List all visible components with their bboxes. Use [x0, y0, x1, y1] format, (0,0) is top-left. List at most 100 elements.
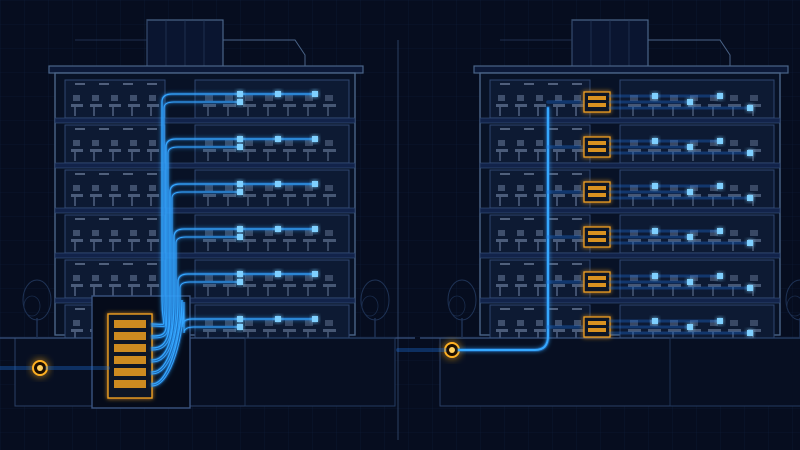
- monitor: [92, 230, 99, 236]
- desk: [243, 194, 256, 197]
- chair: [692, 332, 694, 341]
- chair: [672, 287, 674, 296]
- chair: [307, 287, 309, 296]
- desk: [128, 149, 140, 152]
- desk: [708, 194, 721, 197]
- monitor: [149, 275, 156, 281]
- chair: [752, 242, 754, 251]
- network-cabinet-icon: [107, 313, 153, 399]
- chair: [227, 332, 229, 341]
- chair: [575, 287, 577, 296]
- cable-run: [151, 138, 316, 337]
- monitor: [574, 320, 581, 326]
- network-node-icon: [747, 240, 753, 246]
- monitor: [670, 140, 678, 146]
- desk: [223, 194, 236, 197]
- centralized-wiring-panel: [0, 19, 415, 409]
- chair: [537, 107, 539, 116]
- cable-run: [151, 101, 241, 327]
- monitor: [517, 95, 524, 101]
- chair: [327, 287, 329, 296]
- network-node-icon: [687, 189, 693, 195]
- network-node-icon: [652, 228, 658, 234]
- network-node-icon: [275, 316, 281, 322]
- network-node-icon: [687, 279, 693, 285]
- desk: [303, 239, 316, 242]
- chair: [267, 332, 269, 341]
- desk: [728, 329, 741, 332]
- network-node-icon: [747, 285, 753, 291]
- network-node-icon: [237, 324, 243, 330]
- desk: [648, 149, 661, 152]
- chair: [267, 152, 269, 161]
- floor-cabinet-unit: [588, 148, 606, 152]
- monitor: [555, 230, 562, 236]
- chair: [499, 107, 501, 116]
- tree-icon: [22, 279, 52, 338]
- monitor: [225, 230, 233, 236]
- monitor: [730, 275, 738, 281]
- desk: [688, 149, 701, 152]
- desk: [748, 329, 761, 332]
- desk: [90, 239, 102, 242]
- desk: [283, 329, 296, 332]
- desk: [90, 149, 102, 152]
- desk: [263, 239, 276, 242]
- chair: [672, 242, 674, 251]
- chair: [752, 287, 754, 296]
- chair: [227, 152, 229, 161]
- floor-cabinet-frame: [583, 136, 611, 158]
- monitor: [149, 230, 156, 236]
- network-node-icon: [717, 93, 723, 99]
- chair: [74, 287, 76, 296]
- desk: [668, 194, 681, 197]
- chair: [632, 242, 634, 251]
- desk: [648, 104, 661, 107]
- monitor: [574, 230, 581, 236]
- desk: [303, 194, 316, 197]
- desk: [203, 239, 216, 242]
- cable-run: [151, 183, 316, 349]
- chair: [207, 197, 209, 206]
- network-node-icon: [717, 228, 723, 234]
- desk: [748, 104, 761, 107]
- monitor: [517, 320, 524, 326]
- chair: [150, 242, 152, 251]
- monitor: [517, 230, 524, 236]
- chair: [652, 332, 654, 341]
- desk: [553, 149, 565, 152]
- chair: [287, 107, 289, 116]
- window-bay: [619, 259, 775, 299]
- floor-cabinet-unit: [588, 276, 606, 280]
- monitor: [111, 275, 118, 281]
- chair: [112, 107, 114, 116]
- monitor: [517, 185, 524, 191]
- desk: [147, 149, 159, 152]
- tree-icon: [785, 279, 800, 338]
- desk: [203, 104, 216, 107]
- desk: [323, 194, 336, 197]
- chair: [537, 287, 539, 296]
- monitor: [149, 140, 156, 146]
- monitor: [73, 140, 80, 146]
- desk: [71, 329, 83, 332]
- monitor: [205, 185, 213, 191]
- desk: [71, 149, 83, 152]
- network-node-icon: [275, 91, 281, 97]
- window-bay: [619, 214, 775, 254]
- monitor: [92, 275, 99, 281]
- chair: [712, 197, 714, 206]
- monitor: [305, 185, 313, 191]
- desk: [628, 284, 641, 287]
- chair: [150, 152, 152, 161]
- network-node-icon: [312, 316, 318, 322]
- monitor: [710, 275, 718, 281]
- roof-slab: [473, 65, 789, 74]
- monitor: [130, 140, 137, 146]
- network-node-icon: [237, 316, 243, 322]
- desk: [688, 104, 701, 107]
- monitor: [305, 230, 313, 236]
- desk: [223, 284, 236, 287]
- floor-cabinet-unit: [588, 193, 606, 197]
- monitor: [574, 275, 581, 281]
